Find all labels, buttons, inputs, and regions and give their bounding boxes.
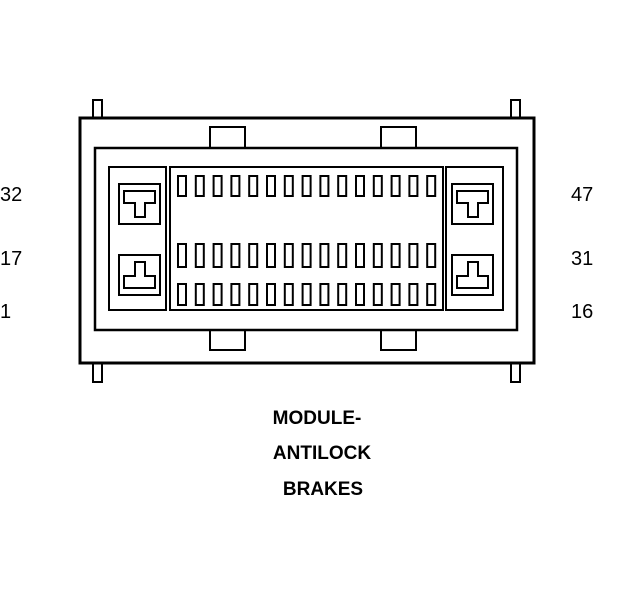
- terminal-cavity-top-11: [355, 175, 365, 197]
- terminal-cavity-top-12: [372, 175, 383, 197]
- terminal-cavity-middle-11: [355, 243, 365, 268]
- terminal-cavity-top-14: [408, 175, 419, 197]
- terminal-cavity-top-2: [194, 175, 205, 197]
- terminal-cavity-top-7: [283, 175, 294, 197]
- pin-label-right-middle: 31: [571, 248, 593, 270]
- terminal-cavity-middle-5: [248, 243, 259, 268]
- terminal-cavity-bottom-12: [372, 283, 383, 306]
- terminal-cavity-bottom-3: [212, 283, 223, 306]
- terminal-cavity-middle-14: [408, 243, 419, 268]
- terminal-cavity-middle-1: [177, 243, 187, 268]
- terminal-cavity-top-9: [319, 175, 330, 197]
- right-key-t-up: [456, 261, 489, 289]
- terminal-cavity-middle-7: [283, 243, 294, 268]
- terminal-cavity-top-15: [426, 175, 437, 197]
- terminal-cavity-top-6: [266, 175, 276, 197]
- terminal-cavity-bottom-15: [426, 283, 437, 306]
- pin-label-left-bottom: 1: [0, 301, 11, 323]
- terminal-cavity-bottom-8: [301, 283, 312, 306]
- terminal-cavity-middle-4: [230, 243, 241, 268]
- terminal-cavity-bottom-4: [230, 283, 241, 306]
- terminal-cavity-bottom-14: [408, 283, 419, 306]
- terminal-cavity-middle-6: [266, 243, 276, 268]
- terminal-cavity-middle-2: [194, 243, 205, 268]
- terminal-cavity-top-13: [390, 175, 401, 197]
- terminal-cavity-middle-12: [372, 243, 383, 268]
- terminal-cavity-bottom-7: [283, 283, 294, 306]
- terminal-cavity-top-8: [301, 175, 312, 197]
- terminal-cavity-middle-9: [319, 243, 330, 268]
- terminal-cavity-middle-15: [426, 243, 437, 268]
- terminal-cavity-top-3: [212, 175, 223, 197]
- terminal-cavity-middle-13: [390, 243, 401, 268]
- caption-line-3: BRAKES: [283, 479, 363, 500]
- mounting-peg-bottom-left: [92, 361, 103, 383]
- pin-label-left-top: 32: [0, 184, 22, 206]
- latch-tab-bottom-left: [209, 329, 246, 351]
- right-key-t-down: [456, 190, 489, 218]
- pin-label-right-bottom: 16: [571, 301, 593, 323]
- pin-label-right-top: 47: [571, 184, 593, 206]
- latch-tab-top-right: [380, 126, 417, 150]
- caption-line-2: ANTILOCK: [273, 443, 371, 464]
- mounting-peg-bottom-right: [510, 361, 521, 383]
- terminal-pins: [177, 175, 437, 306]
- caption-line-1: MODULE-: [273, 408, 362, 429]
- terminal-cavity-bottom-2: [194, 283, 205, 306]
- terminal-cavity-top-10: [337, 175, 348, 197]
- terminal-cavity-top-4: [230, 175, 241, 197]
- terminal-cavity-bottom-10: [337, 283, 348, 306]
- terminal-cavity-bottom-13: [390, 283, 401, 306]
- latch-tab-top-left: [209, 126, 246, 150]
- terminal-cavity-bottom-6: [266, 283, 276, 306]
- terminal-cavity-bottom-9: [319, 283, 330, 306]
- terminal-cavity-bottom-1: [177, 283, 187, 306]
- terminal-cavity-top-5: [248, 175, 259, 197]
- terminal-cavity-bottom-11: [355, 283, 365, 306]
- terminal-cavity-bottom-5: [248, 283, 259, 306]
- terminal-cavity-middle-10: [337, 243, 348, 268]
- pin-label-left-middle: 17: [0, 248, 22, 270]
- terminal-cavity-middle-3: [212, 243, 223, 268]
- terminal-cavity-top-1: [177, 175, 187, 197]
- terminal-cavity-middle-8: [301, 243, 312, 268]
- left-key-t-down: [123, 190, 156, 218]
- latch-tab-bottom-right: [380, 329, 417, 351]
- left-key-t-up: [123, 261, 156, 289]
